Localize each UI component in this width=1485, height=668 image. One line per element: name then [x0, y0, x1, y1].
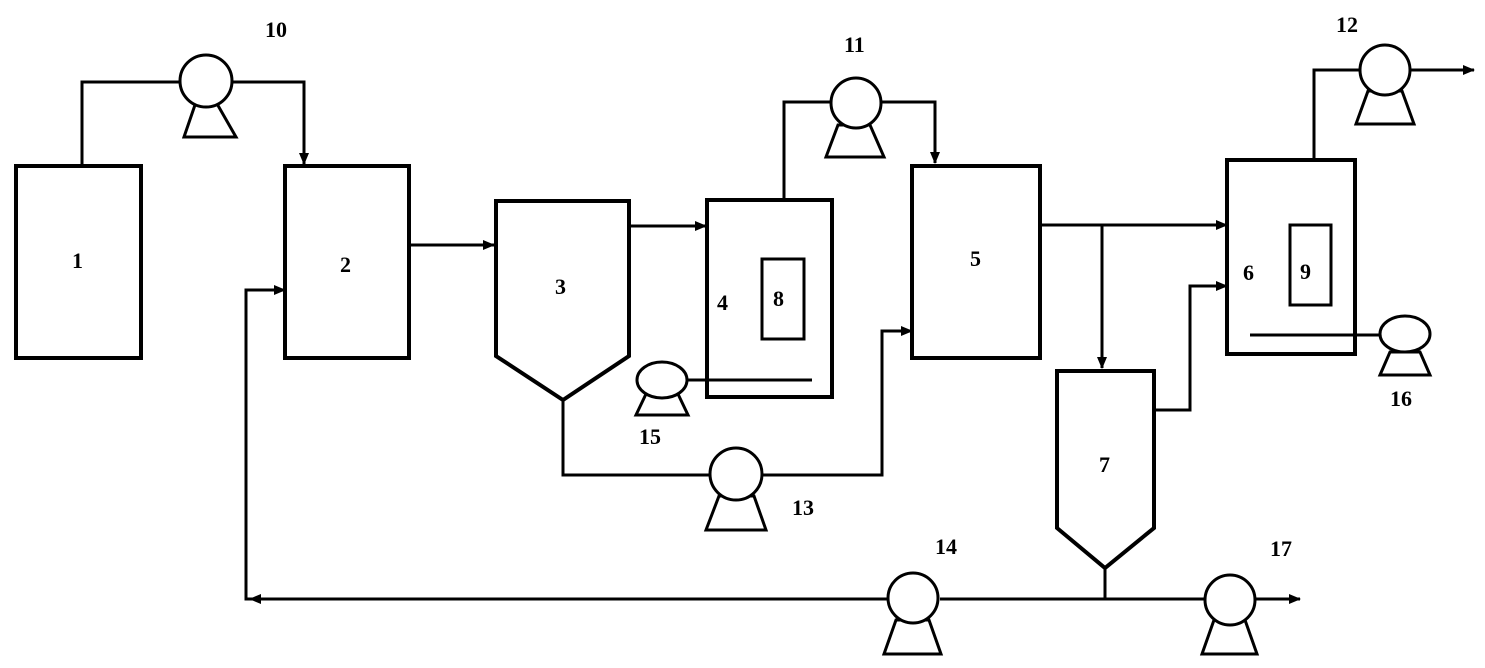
label-pump-17: 17 — [1270, 536, 1292, 561]
pipe-1-to-pump-10 — [80, 80, 180, 165]
blower-16 — [1377, 314, 1433, 377]
label-unit-2: 2 — [340, 252, 351, 277]
reactor-6 — [1225, 158, 1357, 356]
membrane-9 — [1288, 223, 1333, 307]
pump-12 — [1353, 43, 1417, 126]
label-blower-15: 15 — [639, 424, 661, 449]
pump-13 — [703, 446, 769, 532]
label-pump-11: 11 — [844, 32, 865, 57]
units — [14, 158, 1380, 571]
pump-14 — [881, 571, 944, 656]
pipe-pump-11-to-5 — [880, 100, 940, 164]
pump-17 — [1199, 573, 1260, 656]
tank-5 — [910, 164, 1042, 360]
settler-3 — [494, 199, 631, 403]
pipe-pump-10-to-2 — [232, 80, 309, 165]
pump-10 — [178, 53, 239, 139]
label-unit-7: 7 — [1099, 452, 1110, 477]
label-unit-5: 5 — [970, 246, 981, 271]
label-unit-1: 1 — [72, 248, 83, 273]
label-pump-13: 13 — [792, 495, 814, 520]
pipe-3-to-pump-13 — [561, 400, 710, 477]
pump-11 — [823, 76, 887, 159]
label-unit-9: 9 — [1300, 259, 1311, 284]
blower-15 — [633, 360, 691, 417]
label-unit-8: 8 — [773, 286, 784, 311]
tank-2 — [283, 164, 411, 360]
tank-1 — [14, 164, 143, 360]
label-unit-4: 4 — [717, 290, 728, 315]
pumps — [178, 43, 1433, 656]
pipe-return-to-2 — [244, 285, 888, 601]
pipe-pump-13-to-5 — [762, 326, 913, 477]
label-unit-6: 6 — [1243, 260, 1254, 285]
label-pump-14: 14 — [935, 534, 957, 559]
settler-7 — [1055, 369, 1156, 571]
label-unit-3: 3 — [555, 274, 566, 299]
label-pump-12: 12 — [1336, 12, 1358, 37]
label-pump-10: 10 — [265, 17, 287, 42]
pipe-7-to-6 — [1153, 281, 1228, 412]
label-blower-16: 16 — [1390, 386, 1412, 411]
membrane-8 — [760, 257, 806, 341]
labels: 1 2 3 4 5 6 7 8 9 10 11 12 13 14 15 16 1… — [72, 12, 1412, 561]
